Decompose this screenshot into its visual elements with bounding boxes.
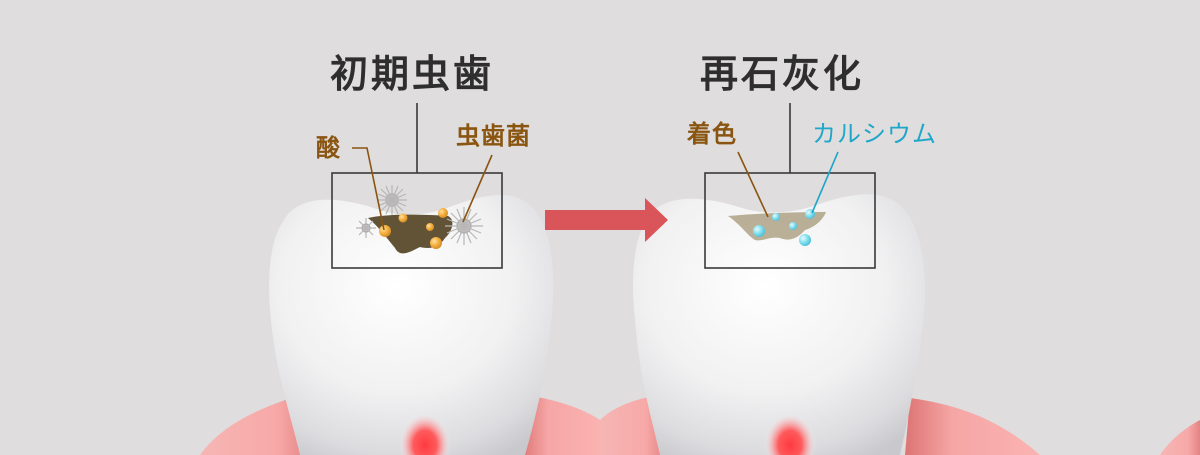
label-stain: 着色 — [687, 119, 737, 148]
bacteria-icon — [445, 207, 483, 245]
callout-box-right — [704, 103, 876, 269]
calcium-leader-line — [811, 151, 839, 214]
label-calcium: カルシウム — [812, 120, 937, 148]
tooth-left — [269, 195, 554, 455]
bacteria-icons — [356, 185, 483, 245]
callout-box-left — [331, 103, 503, 269]
arrow-right-icon — [545, 198, 668, 242]
title-remineralization: 再石灰化 — [700, 51, 865, 96]
label-acid: 酸 — [316, 133, 341, 162]
stain-leader-line — [737, 151, 769, 218]
gums — [200, 395, 1200, 455]
acid-dots — [379, 208, 448, 249]
bacteria-icon — [377, 185, 407, 215]
remineralized-stain — [728, 212, 826, 241]
tooth-right — [633, 194, 926, 455]
title-early-caries: 初期虫歯 — [330, 51, 495, 96]
bacteria-icon — [356, 218, 376, 238]
acid-leader-line — [352, 147, 385, 231]
bacteria-leader-line — [462, 154, 493, 223]
label-bacteria: 虫歯菌 — [456, 121, 531, 150]
